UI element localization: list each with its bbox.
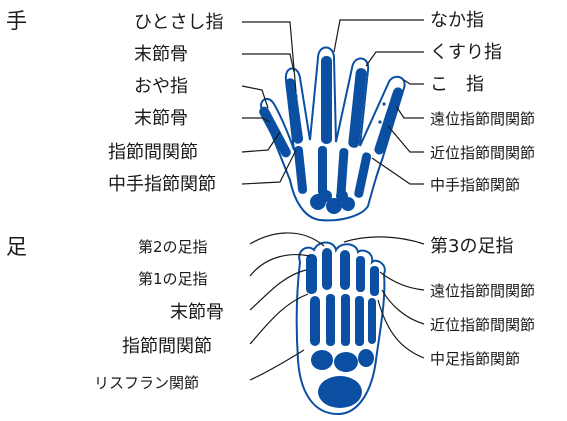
little-finger-bone bbox=[374, 87, 403, 155]
index-finger-bone bbox=[285, 78, 304, 144]
metacarpal-1 bbox=[293, 146, 308, 194]
metacarpal-3 bbox=[336, 148, 349, 199]
toe-bone-5 bbox=[370, 266, 379, 296]
hand-label-ring-finger: くすり指 bbox=[430, 42, 502, 63]
toe-bone-4 bbox=[356, 256, 365, 292]
metatarsal-4 bbox=[355, 296, 364, 346]
metatarsal-5 bbox=[368, 298, 376, 344]
carpal-bone bbox=[320, 190, 332, 202]
foot-label-mtp-joint: 中足指節関節 bbox=[430, 350, 520, 368]
hand-right-leaders bbox=[333, 19, 424, 185]
toe-bone-3 bbox=[340, 250, 350, 290]
hand-section-label: 手 bbox=[6, 9, 27, 33]
hand-label-distal-phalanx-thumb: 末節骨 bbox=[134, 108, 188, 129]
foot-left-leaders bbox=[249, 232, 325, 381]
foot-label-dip-joint: 遠位指節間関節 bbox=[430, 282, 535, 300]
carpal-bone bbox=[326, 198, 342, 214]
hand-label-dip-joint: 遠位指節間関節 bbox=[430, 110, 535, 128]
hand-label-distal-phalanx: 末節骨 bbox=[134, 44, 188, 65]
thumb-bone bbox=[259, 106, 291, 158]
foot-label-first-toe: 第1の足指 bbox=[138, 270, 208, 288]
tarsal-bone bbox=[334, 352, 358, 372]
metacarpal-2 bbox=[318, 146, 327, 196]
tarsal-bone bbox=[311, 350, 333, 370]
toe-bone-2 bbox=[322, 248, 332, 290]
tarsal-bone bbox=[358, 349, 374, 367]
foot-section-label: 足 bbox=[6, 235, 27, 259]
foot-label-second-toe: 第2の足指 bbox=[138, 238, 208, 256]
foot-label-lisfranc-joint: リスフラン関節 bbox=[94, 374, 199, 392]
hand-label-thumb: おや指 bbox=[134, 76, 188, 97]
foot-label-pip-joint: 近位指節間関節 bbox=[430, 316, 535, 334]
calcaneus-bone bbox=[318, 376, 362, 408]
hand-label-index-finger: ひとさし指 bbox=[134, 12, 223, 33]
hand-illustration bbox=[259, 46, 406, 222]
hand-label-mcp-joint-right: 中手指節関節 bbox=[430, 176, 520, 194]
metatarsal-1 bbox=[310, 296, 320, 346]
toe-bone-1 bbox=[306, 254, 317, 294]
hand-label-pip-joint: 近位指節間関節 bbox=[430, 144, 535, 162]
hand-left-leaders bbox=[241, 21, 297, 185]
hand-label-interphalangeal-joint: 指節間関節 bbox=[108, 142, 198, 163]
carpal-bone bbox=[336, 190, 348, 202]
metatarsal-3 bbox=[341, 294, 350, 346]
hand-label-middle-finger: なか指 bbox=[430, 10, 484, 31]
foot-right-leaders bbox=[343, 236, 425, 359]
foot-label-distal-phalanx: 末節骨 bbox=[170, 302, 224, 323]
middle-finger-bone bbox=[321, 56, 332, 144]
metatarsal-2 bbox=[326, 294, 335, 346]
foot-illustration bbox=[295, 241, 386, 416]
hand-label-mcp-joint: 中手指節関節 bbox=[108, 174, 216, 195]
hand-label-little-finger: こ 指 bbox=[430, 74, 484, 95]
foot-label-third-toe: 第3の足指 bbox=[430, 236, 513, 257]
foot-label-interphalangeal-joint: 指節間関節 bbox=[122, 336, 212, 357]
metacarpal-4 bbox=[354, 152, 372, 198]
